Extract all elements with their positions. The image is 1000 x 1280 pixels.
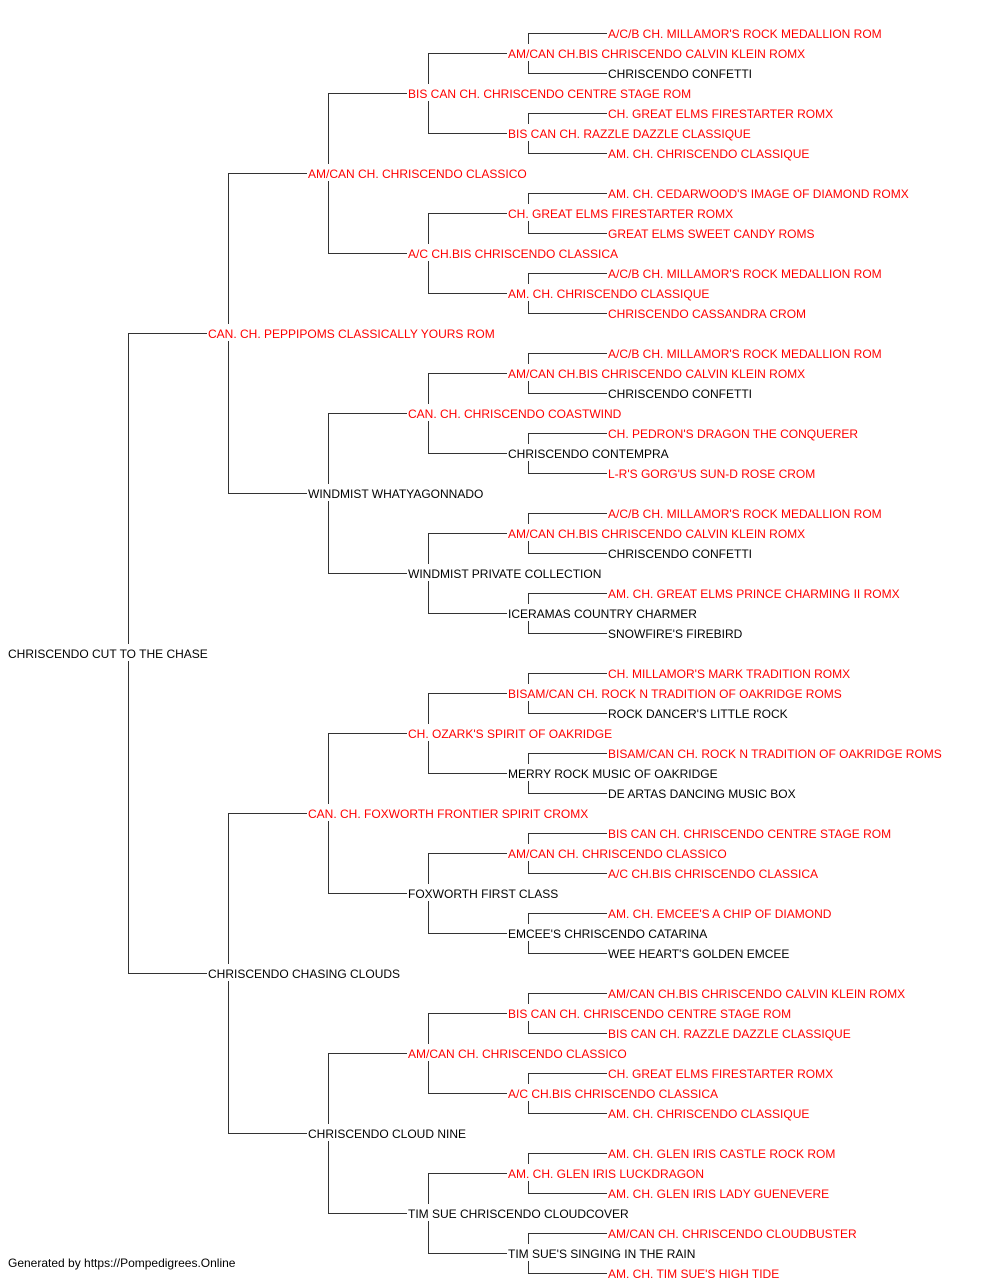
ancestor-name: AM/CAN CH.BIS CHRISCENDO CALVIN KLEIN RO… (608, 987, 905, 1001)
ancestor-name: A/C CH.BIS CHRISCENDO CLASSICA (608, 867, 818, 881)
ancestor-name: TIM SUE'S SINGING IN THE RAIN (508, 1247, 695, 1261)
ancestor-name: GREAT ELMS SWEET CANDY ROMS (608, 227, 814, 241)
ancestor-name: BIS CAN CH. RAZZLE DAZZLE CLASSIQUE (508, 127, 751, 141)
ancestor-name: MERRY ROCK MUSIC OF OAKRIDGE (508, 767, 718, 781)
ancestor-name: BIS CAN CH. CHRISCENDO CENTRE STAGE ROM (608, 827, 891, 841)
ancestor-name: CH. OZARK'S SPIRIT OF OAKRIDGE (408, 727, 612, 741)
ancestor-name: CHRISCENDO CHASING CLOUDS (208, 967, 400, 981)
ancestor-name: CH. MILLAMOR'S MARK TRADITION ROMX (608, 667, 850, 681)
ancestor-name: CH. GREAT ELMS FIRESTARTER ROMX (608, 1067, 833, 1081)
ancestor-name: BIS CAN CH. RAZZLE DAZZLE CLASSIQUE (608, 1027, 851, 1041)
ancestor-name: AM. CH. CHRISCENDO CLASSIQUE (508, 287, 709, 301)
ancestor-name: BIS CAN CH. CHRISCENDO CENTRE STAGE ROM (508, 1007, 791, 1021)
ancestor-name: AM/CAN CH.BIS CHRISCENDO CALVIN KLEIN RO… (508, 527, 805, 541)
ancestor-name: AM. CH. GREAT ELMS PRINCE CHARMING II RO… (608, 587, 900, 601)
ancestor-name: AM. CH. CHRISCENDO CLASSIQUE (608, 1107, 809, 1121)
ancestor-name: AM/CAN CH.BIS CHRISCENDO CALVIN KLEIN RO… (508, 367, 805, 381)
ancestor-name: CHRISCENDO CONFETTI (608, 547, 752, 561)
ancestor-name: EMCEE'S CHRISCENDO CATARINA (508, 927, 707, 941)
ancestor-name: AM. CH. TIM SUE'S HIGH TIDE (608, 1267, 779, 1280)
ancestor-name: AM. CH. EMCEE'S A CHIP OF DIAMOND (608, 907, 832, 921)
ancestor-name: DE ARTAS DANCING MUSIC BOX (608, 787, 796, 801)
ancestor-name: WINDMIST WHATYAGONNADO (308, 487, 483, 501)
ancestor-name: AM/CAN CH. CHRISCENDO CLASSICO (508, 847, 727, 861)
ancestor-name: A/C/B CH. MILLAMOR'S ROCK MEDALLION ROM (608, 27, 882, 41)
ancestor-name: CH. GREAT ELMS FIRESTARTER ROMX (608, 107, 833, 121)
ancestor-name: WEE HEART'S GOLDEN EMCEE (608, 947, 789, 961)
subject-name: CHRISCENDO CUT TO THE CHASE (8, 647, 208, 661)
ancestor-name: AM. CH. CEDARWOOD'S IMAGE OF DIAMOND ROM… (608, 187, 909, 201)
ancestor-name: CH. GREAT ELMS FIRESTARTER ROMX (508, 207, 733, 221)
ancestor-name: CH. PEDRON'S DRAGON THE CONQUERER (608, 427, 858, 441)
ancestor-name: SNOWFIRE'S FIREBIRD (608, 627, 743, 641)
ancestor-name: AM/CAN CH. CHRISCENDO CLASSICO (408, 1047, 627, 1061)
ancestor-name: ICERAMAS COUNTRY CHARMER (508, 607, 697, 621)
ancestor-name: AM. CH. GLEN IRIS LUCKDRAGON (508, 1167, 704, 1181)
ancestor-name: AM. CH. CHRISCENDO CLASSIQUE (608, 147, 809, 161)
ancestor-name: AM/CAN CH.BIS CHRISCENDO CALVIN KLEIN RO… (508, 47, 805, 61)
ancestor-name: CHRISCENDO CONFETTI (608, 67, 752, 81)
ancestor-name: CHRISCENDO CONTEMPRA (508, 447, 669, 461)
ancestor-name: AM. CH. GLEN IRIS LADY GUENEVERE (608, 1187, 829, 1201)
footer-credit: Generated by https://Pompedigrees.Online (8, 1256, 236, 1270)
ancestor-name: CAN. CH. PEPPIPOMS CLASSICALLY YOURS ROM (208, 327, 495, 341)
ancestor-name: ROCK DANCER'S LITTLE ROCK (608, 707, 788, 721)
ancestor-name: CAN. CH. CHRISCENDO COASTWIND (408, 407, 622, 421)
ancestor-name: TIM SUE CHRISCENDO CLOUDCOVER (408, 1207, 629, 1221)
ancestor-name: BISAM/CAN CH. ROCK N TRADITION OF OAKRID… (608, 747, 942, 761)
ancestor-name: CAN. CH. FOXWORTH FRONTIER SPIRIT CROMX (308, 807, 588, 821)
ancestor-name: CHRISCENDO CASSANDRA CROM (608, 307, 806, 321)
ancestor-name: WINDMIST PRIVATE COLLECTION (408, 567, 601, 581)
ancestor-name: A/C/B CH. MILLAMOR'S ROCK MEDALLION ROM (608, 507, 882, 521)
ancestor-name: A/C CH.BIS CHRISCENDO CLASSICA (508, 1087, 718, 1101)
ancestor-name: A/C CH.BIS CHRISCENDO CLASSICA (408, 247, 618, 261)
ancestor-name: CHRISCENDO CONFETTI (608, 387, 752, 401)
ancestor-name: AM. CH. GLEN IRIS CASTLE ROCK ROM (608, 1147, 835, 1161)
ancestor-name: A/C/B CH. MILLAMOR'S ROCK MEDALLION ROM (608, 267, 882, 281)
ancestor-name: BISAM/CAN CH. ROCK N TRADITION OF OAKRID… (508, 687, 842, 701)
ancestor-name: L-R'S GORG'US SUN-D ROSE CROM (608, 467, 815, 481)
ancestor-name: A/C/B CH. MILLAMOR'S ROCK MEDALLION ROM (608, 347, 882, 361)
ancestor-name: AM/CAN CH. CHRISCENDO CLOUDBUSTER (608, 1227, 857, 1241)
ancestor-name: FOXWORTH FIRST CLASS (408, 887, 558, 901)
ancestor-name: BIS CAN CH. CHRISCENDO CENTRE STAGE ROM (408, 87, 691, 101)
ancestor-name: AM/CAN CH. CHRISCENDO CLASSICO (308, 167, 527, 181)
ancestor-name: CHRISCENDO CLOUD NINE (308, 1127, 466, 1141)
